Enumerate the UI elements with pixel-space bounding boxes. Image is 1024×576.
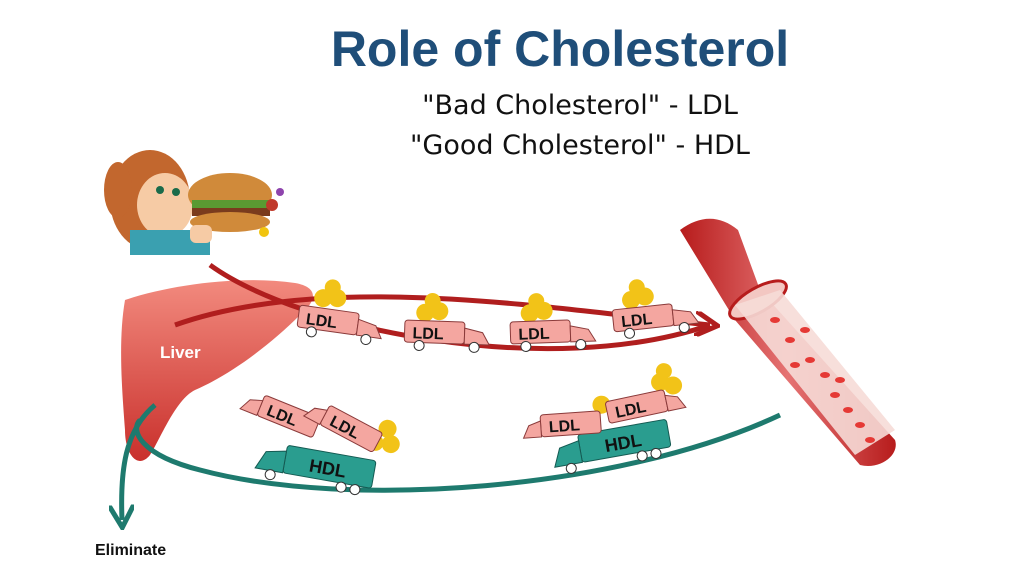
girl-eating-burger-icon [104,150,284,255]
ldl-truck: LDL [509,293,597,352]
ldl-truck-label: LDL [620,311,653,331]
liver-organ-icon [121,280,313,461]
ldl-truck-label: LDL [614,399,648,422]
ldl-truck: LDL [522,395,611,439]
liver-label: Liver [160,343,201,362]
eliminate-label: Eliminate [95,542,166,559]
hdl-path [134,412,782,493]
ldl-truck: LDL [296,279,382,345]
ldl-truck-label: LDL [412,325,444,343]
hdl-truck: HDL [254,445,377,496]
page-title: Role of Cholesterol [330,21,790,77]
ldl-truck-label: LDL [548,417,580,436]
ldl-truck: LDL [403,292,491,353]
subtitle-good-cholesterol: "Good Cholesterol" - HDL [410,130,750,161]
ldl-truck: LDL [605,363,687,424]
ldl-truck-label: LDL [305,311,338,332]
ldl-truck: LDL [611,279,700,339]
subtitle-bad-cholesterol: "Bad Cholesterol" - LDL [422,90,738,121]
eliminate-arrow [122,403,157,520]
ldl-truck-label: LDL [518,326,550,344]
hdl-truck: HDL [554,419,672,474]
blood-vessel-icon [680,218,896,466]
